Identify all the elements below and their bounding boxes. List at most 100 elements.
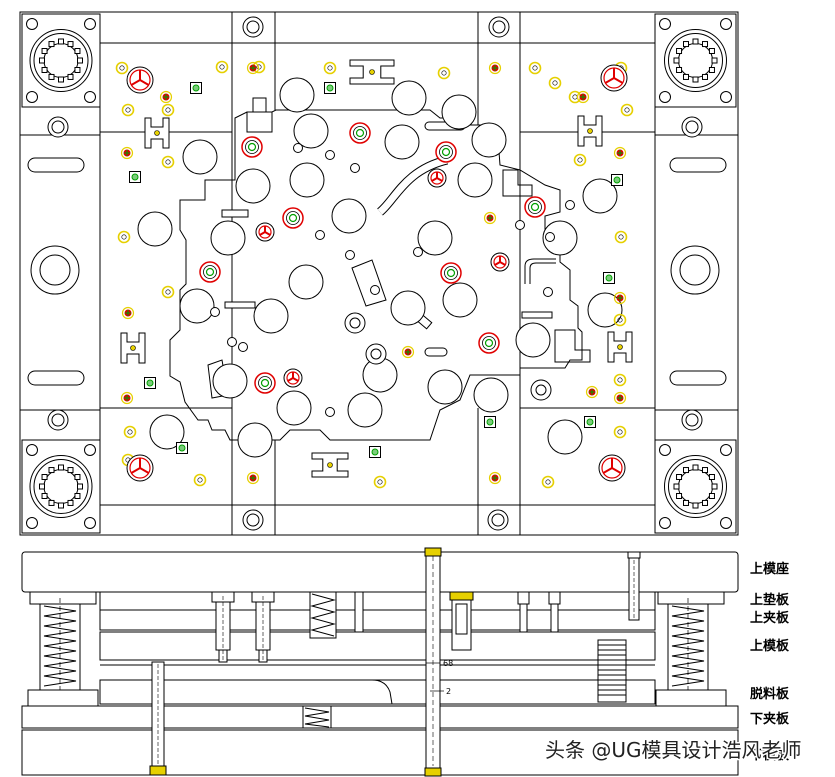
guide-post-retainer-tooth	[702, 499, 708, 506]
pierce-hole	[293, 113, 329, 149]
guide-post-retainer-tooth	[74, 48, 81, 54]
spring-marker	[584, 416, 596, 428]
stop-block-hole-outer	[30, 245, 80, 295]
guide-post-retainer-tooth	[67, 499, 74, 506]
center-lifter-pin-bottom-cap	[424, 767, 442, 777]
dowel-marker-cross	[580, 94, 586, 100]
screw-marker-center	[165, 289, 171, 295]
dowel-marker-cross	[487, 215, 493, 221]
small-punch-body	[519, 603, 528, 633]
guide-post-block-outline	[654, 439, 737, 534]
clamp-slot	[27, 157, 85, 173]
dowel-marker-ring	[613, 146, 627, 160]
dowel-hole-outer	[47, 116, 69, 138]
screw-marker	[121, 103, 135, 117]
guide-post-retainer-tooth	[683, 73, 689, 80]
pierce-hole	[289, 162, 325, 198]
guide-pin-hole	[530, 379, 552, 401]
guide-post-retainer-tooth	[74, 474, 81, 480]
lifter-marker	[478, 332, 500, 354]
spring-block-dot	[327, 462, 333, 468]
pierce-hole	[288, 264, 324, 300]
guide-post-retainer-tooth	[67, 41, 74, 48]
guide-post-retainer-tooth	[711, 57, 718, 64]
lower-die-plate	[21, 729, 739, 776]
dowel-marker	[401, 345, 415, 359]
ejector-mark	[427, 168, 447, 188]
screw-marker	[215, 60, 229, 74]
mounting-screw-hole	[84, 91, 96, 103]
label-upper-die-base: 上模座	[750, 561, 789, 577]
spring-block	[349, 59, 395, 85]
guide-post-retainer-tooth	[41, 474, 48, 480]
spring-marker-dot	[178, 444, 186, 452]
screw-marker-ring	[161, 155, 175, 169]
screw-marker	[541, 475, 555, 489]
guide-post-retainer-tooth	[683, 467, 689, 474]
dowel-hole	[47, 116, 69, 138]
clamp-slot	[669, 157, 727, 173]
guide-post-retainer-tooth	[708, 48, 715, 54]
pierce-hole	[471, 122, 507, 158]
pierce-hole	[547, 419, 583, 455]
small-hole	[293, 143, 303, 153]
spring-marker-dot	[326, 84, 334, 92]
guide-post-base	[655, 689, 727, 707]
screw-marker	[115, 61, 129, 75]
dowel-marker	[613, 291, 627, 305]
screw-marker-ring	[117, 230, 131, 244]
guide-pin-hole	[365, 343, 387, 365]
plate-tab	[477, 11, 521, 44]
dowel-marker	[488, 471, 502, 485]
dowel-marker-cross	[163, 94, 169, 100]
small-hole	[515, 220, 525, 230]
dowel-marker-cross	[124, 150, 130, 156]
screw-marker-center	[121, 234, 127, 240]
lifter-marker-inner	[205, 267, 215, 277]
guide-pin-hole-outer	[344, 312, 366, 334]
ejector-mark-spoke	[611, 467, 622, 474]
lower-lifter-pin-cap	[149, 765, 167, 776]
bending-block-outline	[597, 639, 627, 703]
lifter-marker	[524, 196, 546, 218]
screw-hole-inner	[492, 20, 506, 34]
guide-post-block	[21, 439, 101, 534]
lifter-marker-mid	[528, 200, 542, 214]
ejector-mark-spoke	[264, 231, 271, 236]
screw-marker-center	[327, 65, 333, 71]
guide-post-retainer-tooth	[48, 41, 55, 48]
lifter-marker-inner	[446, 268, 456, 278]
dowel-hole-inner	[51, 413, 65, 427]
lifter-marker-outer	[440, 262, 462, 284]
ejector-mark-spoke	[130, 79, 141, 86]
ejector-mark	[598, 454, 626, 482]
pierce-hole	[331, 198, 367, 234]
guide-pin-hole	[344, 312, 366, 334]
screw-hole-outer	[242, 509, 264, 531]
screw-marker	[613, 425, 627, 439]
mounting-screw-hole	[26, 517, 38, 529]
mounting-screw-hole	[84, 517, 96, 529]
guide-post-retainer-tooth	[708, 493, 715, 499]
dowel-marker-cross	[492, 65, 498, 71]
guide-post-retainer-tooth	[692, 38, 699, 45]
guide-bushing-outer-ring	[29, 29, 93, 92]
screw-marker-ring	[614, 230, 628, 244]
dowel-marker-cross	[124, 395, 130, 401]
screw-marker-ring	[323, 61, 337, 75]
small-hole	[210, 307, 220, 317]
lifter-marker	[440, 262, 462, 284]
forming-punch	[449, 591, 474, 651]
guide-post-retainer-tooth	[676, 67, 683, 73]
guide-post-retainer-tooth	[67, 73, 74, 80]
screw-marker	[323, 61, 337, 75]
dowel-marker-cross	[405, 349, 411, 355]
lifter-marker-outer	[478, 332, 500, 354]
base-plate-outline	[19, 11, 739, 536]
pierce-hole	[542, 220, 578, 256]
die-plate-outline	[99, 42, 656, 506]
spring-block	[607, 331, 633, 363]
mounting-screw-hole	[84, 444, 96, 456]
dowel-marker-cross	[589, 389, 595, 395]
spring-marker-dot	[371, 448, 379, 456]
